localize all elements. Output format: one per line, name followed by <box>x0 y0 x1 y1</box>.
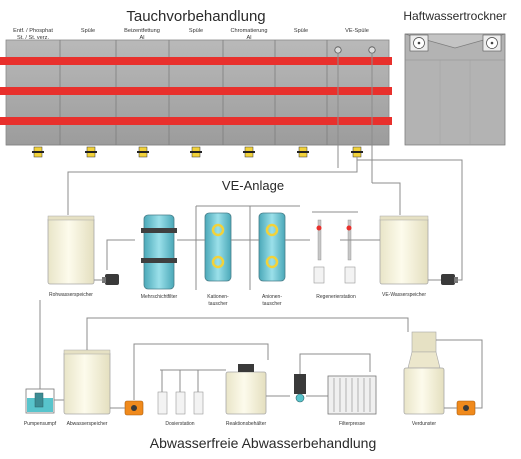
pipe <box>67 157 358 215</box>
pipe <box>436 339 483 409</box>
dosing-station-label: Dosierstation <box>165 421 194 427</box>
raw-water-tank: Rohwasserspeicher <box>47 215 95 298</box>
fan-icon <box>409 34 429 52</box>
reaction-tank-label: Reaktionsbehälter <box>226 421 267 427</box>
tank-labels: Entf. / Phosphat St. / St. verz. Spüle B… <box>13 28 369 41</box>
tank-label: Beizentfettung <box>124 28 160 34</box>
wastewater-title: Abwasserfreie Abwasserbehandlung <box>150 435 376 451</box>
pretreatment-line <box>0 39 392 146</box>
pump-icon <box>294 374 306 403</box>
ve-water-tank: VE-Wasserspeicher <box>379 215 429 298</box>
pump-sump: Pumpensumpf <box>24 388 57 427</box>
spray-nozzle-icon <box>334 46 342 54</box>
pipe <box>372 182 401 215</box>
filter-press: Filterpresse <box>327 375 377 427</box>
pipe <box>86 317 409 350</box>
evaporator-label: Verdunster <box>412 421 437 427</box>
tank-label: Spüle <box>189 28 203 34</box>
reaction-tank: Reaktionsbehälter <box>225 364 267 427</box>
tank-label: Entf. / Phosphat <box>13 28 53 34</box>
anion-exchanger: Anionen- tauscher <box>258 212 286 307</box>
tank-label: Spüle <box>81 28 95 34</box>
cation-exchanger-label: tauscher <box>208 301 228 307</box>
filter-press-label: Filterpresse <box>339 421 365 427</box>
pipe <box>299 353 371 397</box>
outlet-valves <box>32 146 363 158</box>
pipe <box>106 239 135 270</box>
cation-exchanger: Kationen- tauscher <box>204 212 232 307</box>
pretreatment-title: Tauchvorbehandlung <box>126 8 265 25</box>
tank-label: St. / St. verz. <box>17 35 49 41</box>
tank-label: Al <box>247 35 252 41</box>
dosing-station: Dosierstation <box>157 369 226 427</box>
wastewater-tank: Abwasserspeicher <box>63 349 111 427</box>
tank-label: Al <box>140 35 145 41</box>
spray-nozzle-icon <box>368 46 376 54</box>
tank-label: VE-Spüle <box>345 28 369 34</box>
pump-sump-label: Pumpensumpf <box>24 421 57 427</box>
regeneration-station-label: Regenerierstation <box>316 294 356 300</box>
anion-exchanger-label: Anionen- <box>262 294 282 300</box>
evaporator: Verdunster <box>403 331 445 427</box>
conveyor-band <box>0 87 392 95</box>
dryer-unit <box>404 33 506 146</box>
tank-label: Chromatierung <box>231 28 268 34</box>
pipe <box>357 159 463 281</box>
tank-label: Spüle <box>294 28 308 34</box>
cation-exchanger-label: Kationen- <box>207 294 229 300</box>
conveyor-band <box>0 57 392 65</box>
wastewater-tank-label: Abwasserspeicher <box>67 421 108 427</box>
ve-water-tank-label: VE-Wasserspeicher <box>382 292 426 298</box>
pump-icon <box>102 274 119 285</box>
dryer-title: Haftwassertrockner <box>403 9 506 23</box>
pump-icon <box>124 400 144 416</box>
dryer-roof <box>404 33 506 49</box>
regeneration-station: Regenerierstation <box>312 211 358 300</box>
raw-water-tank-label: Rohwasserspeicher <box>49 292 93 298</box>
pipe <box>110 343 269 409</box>
ve-plant-title: VE-Anlage <box>222 178 284 193</box>
pump-icon <box>456 400 476 416</box>
fan-icon <box>482 34 502 52</box>
multilayer-filter-label: Mehrschichtfilter <box>141 294 178 300</box>
multilayer-filter: Mehrschichtfilter <box>141 214 178 300</box>
conveyor-band <box>0 117 392 125</box>
pipe <box>177 205 310 290</box>
anion-exchanger-label: tauscher <box>262 301 282 307</box>
